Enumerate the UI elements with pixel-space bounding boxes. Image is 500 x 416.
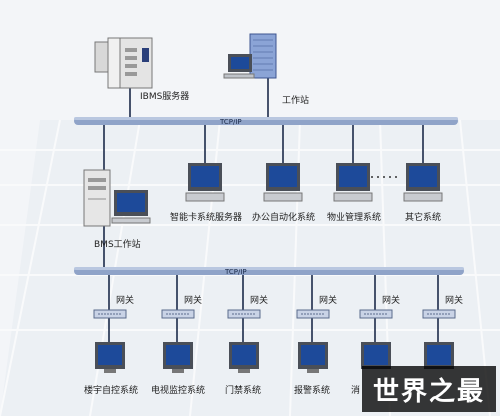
workstation-label: 工作站 [282,96,310,106]
cctv-label: 电视监控系统 [151,386,206,396]
alarm-label: 报警系统 [294,386,331,396]
gateway-icon [296,309,330,319]
gateway-label: 网关 [382,296,401,306]
gateway-label: 网关 [116,296,135,306]
gateway-label: 网关 [319,296,338,306]
gateway-label: 网关 [250,296,269,306]
gateway-icons [93,309,456,319]
gateway-icon [422,309,456,319]
access-control-label: 门禁系统 [225,386,262,396]
building-control-label: 楼宇自控系统 [84,386,139,396]
property-management-label: 物业管理系统 [327,213,382,223]
gateway-icon [227,309,261,319]
other-systems-label: 其它系统 [405,213,442,223]
bottom-monitors [95,342,454,373]
building-control-monitor-icon [95,342,125,373]
continuation-dots [371,176,397,178]
alarm-monitor-icon [298,342,328,373]
bms-workstation-label: BMS工作站 [94,240,141,250]
links [103,77,439,342]
fire-system-label: 消 [351,386,361,396]
access-control-monitor-icon [229,342,259,373]
gateway-icon [161,309,195,319]
smart-card-server-icon [185,163,225,202]
ibms-server-label: IBMS服务器 [140,92,190,102]
extra-monitor-icon [424,342,454,369]
gateway-label: 网关 [445,296,464,306]
office-automation-label: 办公自动化系统 [252,213,316,223]
cctv-monitor-icon [163,342,193,373]
watermark-badge: 世界之最 [362,366,496,412]
top-bus-label: TCP/IP [220,118,242,126]
property-management-icon [333,163,373,202]
other-systems-icon [403,163,443,202]
bottom-bus-label: TCP/IP [225,268,247,276]
bms-workstation-icon [83,169,151,227]
workstation-icon [223,33,277,79]
bottom-bus [74,267,464,275]
fire-monitor-icon [361,342,391,369]
smart-card-server-label: 智能卡系统服务器 [170,213,243,223]
gateway-icon [359,309,393,319]
ibms-server-icon [94,37,153,89]
gateway-icon [93,309,127,319]
gateway-label: 网关 [184,296,203,306]
office-automation-icon [263,163,303,202]
top-bus [74,117,458,125]
